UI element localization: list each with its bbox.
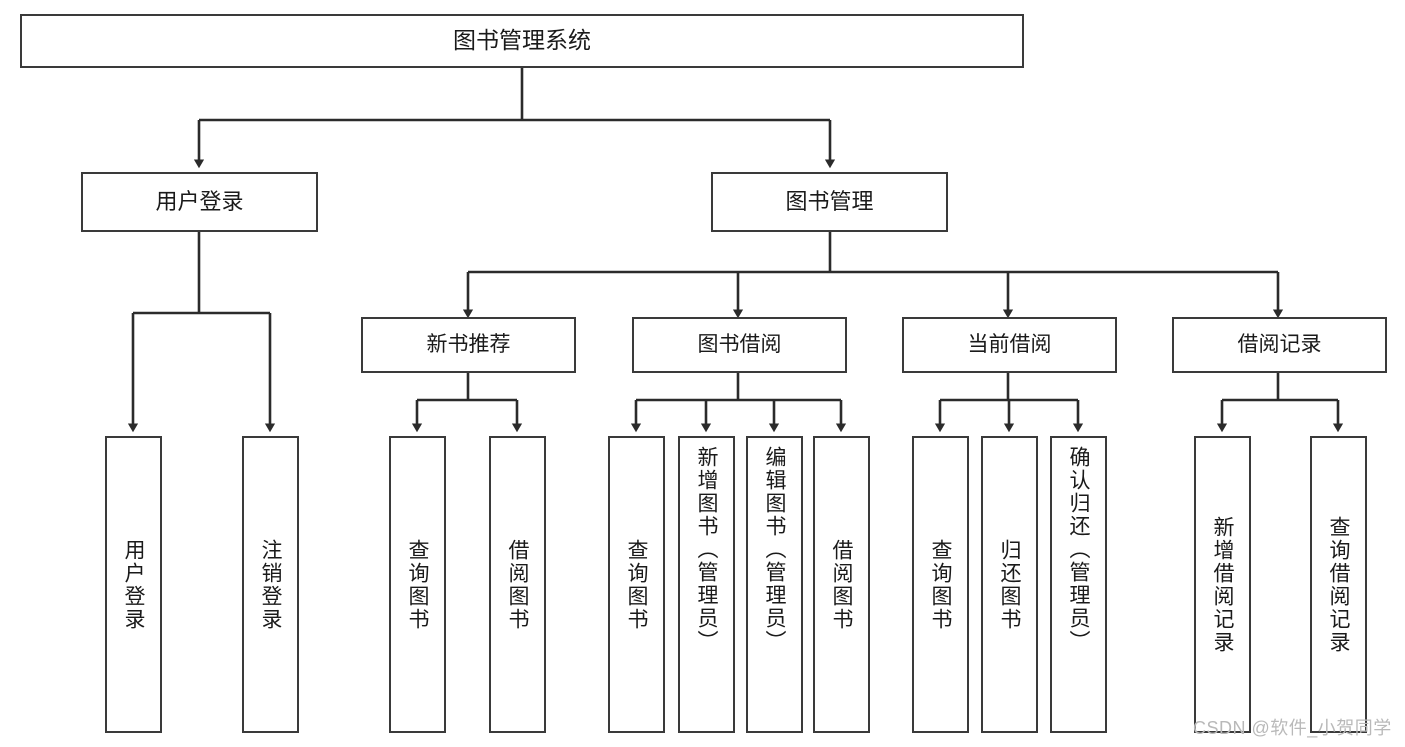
node-book-borrow[interactable]: 图书借阅 (632, 317, 847, 373)
node-leaf-add-record[interactable]: 新增借阅记录 (1194, 436, 1251, 733)
node-leaf-user-logout[interactable]: 注销登录 (242, 436, 299, 733)
node-leaf-query-book-2[interactable]: 查询图书 (608, 436, 665, 733)
node-leaf-query-book-1[interactable]: 查询图书 (389, 436, 446, 733)
node-new-book-recommend-label: 新书推荐 (426, 332, 511, 356)
node-book-manage[interactable]: 图书管理 (711, 172, 948, 232)
node-leaf-borrow-book-2[interactable]: 借阅图书 (813, 436, 870, 733)
node-current-borrow-label: 当前借阅 (967, 332, 1052, 356)
node-leaf-user-logout-label: 注销登录 (259, 538, 282, 631)
node-book-manage-label: 图书管理 (785, 189, 874, 215)
node-leaf-borrow-book-1[interactable]: 借阅图书 (489, 436, 546, 733)
node-leaf-user-login[interactable]: 用户登录 (105, 436, 162, 733)
node-current-borrow[interactable]: 当前借阅 (902, 317, 1117, 373)
node-leaf-borrow-book-2-label: 借阅图书 (830, 538, 853, 631)
node-leaf-return-book-label: 归还图书 (998, 538, 1021, 631)
node-root[interactable]: 图书管理系统 (20, 14, 1024, 68)
node-leaf-borrow-book-1-label: 借阅图书 (506, 538, 529, 631)
node-root-label: 图书管理系统 (453, 27, 591, 54)
node-book-borrow-label: 图书借阅 (697, 332, 782, 356)
node-user-login-label: 用户登录 (155, 189, 244, 215)
node-leaf-user-login-label: 用户登录 (122, 538, 145, 631)
node-leaf-add-record-label: 新增借阅记录 (1211, 515, 1234, 654)
node-user-login[interactable]: 用户登录 (81, 172, 318, 232)
node-leaf-edit-book[interactable]: 编辑图书（管理员） (746, 436, 803, 733)
node-leaf-add-book[interactable]: 新增图书（管理员） (678, 436, 735, 733)
node-borrow-record-label: 借阅记录 (1237, 332, 1322, 356)
node-leaf-query-record[interactable]: 查询借阅记录 (1310, 436, 1367, 733)
node-leaf-query-book-1-label: 查询图书 (406, 538, 429, 631)
node-leaf-confirm-return-label: 确认归还（管理员） (1067, 446, 1090, 653)
node-leaf-query-book-3-label: 查询图书 (929, 538, 952, 631)
node-borrow-record[interactable]: 借阅记录 (1172, 317, 1387, 373)
watermark-text: CSDN @软件_小贺同学 (1193, 718, 1392, 738)
node-leaf-query-record-label: 查询借阅记录 (1327, 515, 1350, 654)
node-leaf-add-book-label: 新增图书（管理员） (695, 446, 718, 653)
node-new-book-recommend[interactable]: 新书推荐 (361, 317, 576, 373)
node-leaf-query-book-3[interactable]: 查询图书 (912, 436, 969, 733)
node-leaf-edit-book-label: 编辑图书（管理员） (763, 446, 786, 653)
node-leaf-confirm-return[interactable]: 确认归还（管理员） (1050, 436, 1107, 733)
node-leaf-query-book-2-label: 查询图书 (625, 538, 648, 631)
node-leaf-return-book[interactable]: 归还图书 (981, 436, 1038, 733)
